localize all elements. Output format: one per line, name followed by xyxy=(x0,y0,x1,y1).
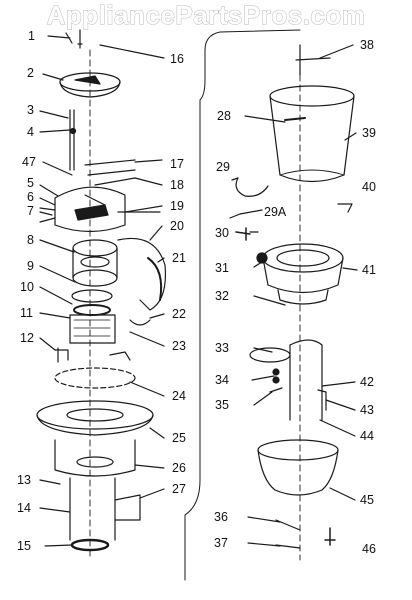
part-26-housing xyxy=(54,439,136,477)
part-label-2: 2 xyxy=(27,66,34,80)
part-label-38: 38 xyxy=(360,38,374,52)
part-10-ring xyxy=(73,304,111,316)
part-46-screw xyxy=(324,527,336,546)
part-36-rod xyxy=(275,519,301,549)
part-11-motor xyxy=(69,314,116,344)
part-40-clip xyxy=(337,203,353,213)
part-5-housing xyxy=(54,186,126,233)
part-label-18: 18 xyxy=(170,178,184,192)
part-29a-screw xyxy=(229,213,241,219)
part-34-spring xyxy=(272,368,280,376)
part-label-35: 35 xyxy=(215,398,229,412)
part-label-3: 3 xyxy=(27,103,34,117)
part-label-41: 41 xyxy=(362,263,376,277)
part-label-17: 17 xyxy=(170,157,184,171)
part-label-43: 43 xyxy=(360,403,374,417)
part-label-8: 8 xyxy=(27,233,34,247)
part-25-base-ring xyxy=(36,400,154,430)
part-3-rod xyxy=(69,109,75,171)
part-24-gasket xyxy=(54,367,136,389)
part-label-25: 25 xyxy=(172,431,186,445)
part-label-37: 37 xyxy=(214,536,228,550)
part-4-clip xyxy=(69,127,77,135)
part-label-22: 22 xyxy=(172,307,186,321)
part-1-screw xyxy=(47,32,73,44)
part-label-36: 36 xyxy=(214,510,228,524)
part-label-16: 16 xyxy=(170,52,184,66)
part-label-26: 26 xyxy=(172,461,186,475)
part-label-46: 46 xyxy=(362,542,376,556)
part-label-19: 19 xyxy=(170,199,184,213)
assembly-divider xyxy=(184,49,206,581)
part-label-20: 20 xyxy=(170,219,184,233)
part-31-knob xyxy=(256,252,268,264)
part-label-11: 11 xyxy=(20,306,33,320)
part-17-wires xyxy=(84,159,136,206)
part-39-cup xyxy=(269,85,355,107)
part-label-47: 47 xyxy=(22,155,36,169)
part-45-bucket xyxy=(257,439,339,461)
part-label-34: 34 xyxy=(215,373,229,387)
part-label-29: 29 xyxy=(216,160,230,174)
part-label-7: 7 xyxy=(27,204,34,218)
part-38-rod xyxy=(295,44,331,76)
part-label-42: 42 xyxy=(360,375,374,389)
part-label-29a: 29A xyxy=(264,205,287,219)
part-label-10: 10 xyxy=(20,280,34,294)
part-16-rod xyxy=(77,29,83,49)
part-9-washer xyxy=(71,289,113,303)
part-label-32: 32 xyxy=(215,289,229,303)
part-label-24: 24 xyxy=(172,389,186,403)
part-label-4: 4 xyxy=(27,125,34,139)
part-label-33: 33 xyxy=(215,341,229,355)
part-label-44: 44 xyxy=(360,429,374,443)
part-12-bracket xyxy=(54,347,69,363)
part-label-27: 27 xyxy=(172,482,186,496)
part-8-rotor xyxy=(72,239,118,257)
part-label-9: 9 xyxy=(27,259,34,273)
part-29-clip xyxy=(235,177,269,197)
part-label-31: 31 xyxy=(215,261,229,275)
part-label-14: 14 xyxy=(17,501,31,515)
part-label-23: 23 xyxy=(172,339,186,353)
part-35-pin xyxy=(269,387,283,393)
part-14-tube xyxy=(69,477,116,541)
part-41-housing xyxy=(262,243,344,273)
part-42-tube xyxy=(289,339,323,421)
part-label-21: 21 xyxy=(172,251,186,265)
part-label-1: 1 xyxy=(28,29,35,43)
part-label-13: 13 xyxy=(17,473,31,487)
part-label-12: 12 xyxy=(20,331,34,345)
part-label-45: 45 xyxy=(360,493,374,507)
part-label-30: 30 xyxy=(215,226,229,240)
part-30-screw xyxy=(235,227,251,241)
part-33-disk xyxy=(249,347,291,363)
part-label-39: 39 xyxy=(362,126,376,140)
part-label-28: 28 xyxy=(217,109,231,123)
part-label-40: 40 xyxy=(362,180,376,194)
part-label-15: 15 xyxy=(17,539,31,553)
part-label-6: 6 xyxy=(27,190,34,204)
part-21-motor-shell xyxy=(117,237,167,311)
part-label-5: 5 xyxy=(27,176,34,190)
